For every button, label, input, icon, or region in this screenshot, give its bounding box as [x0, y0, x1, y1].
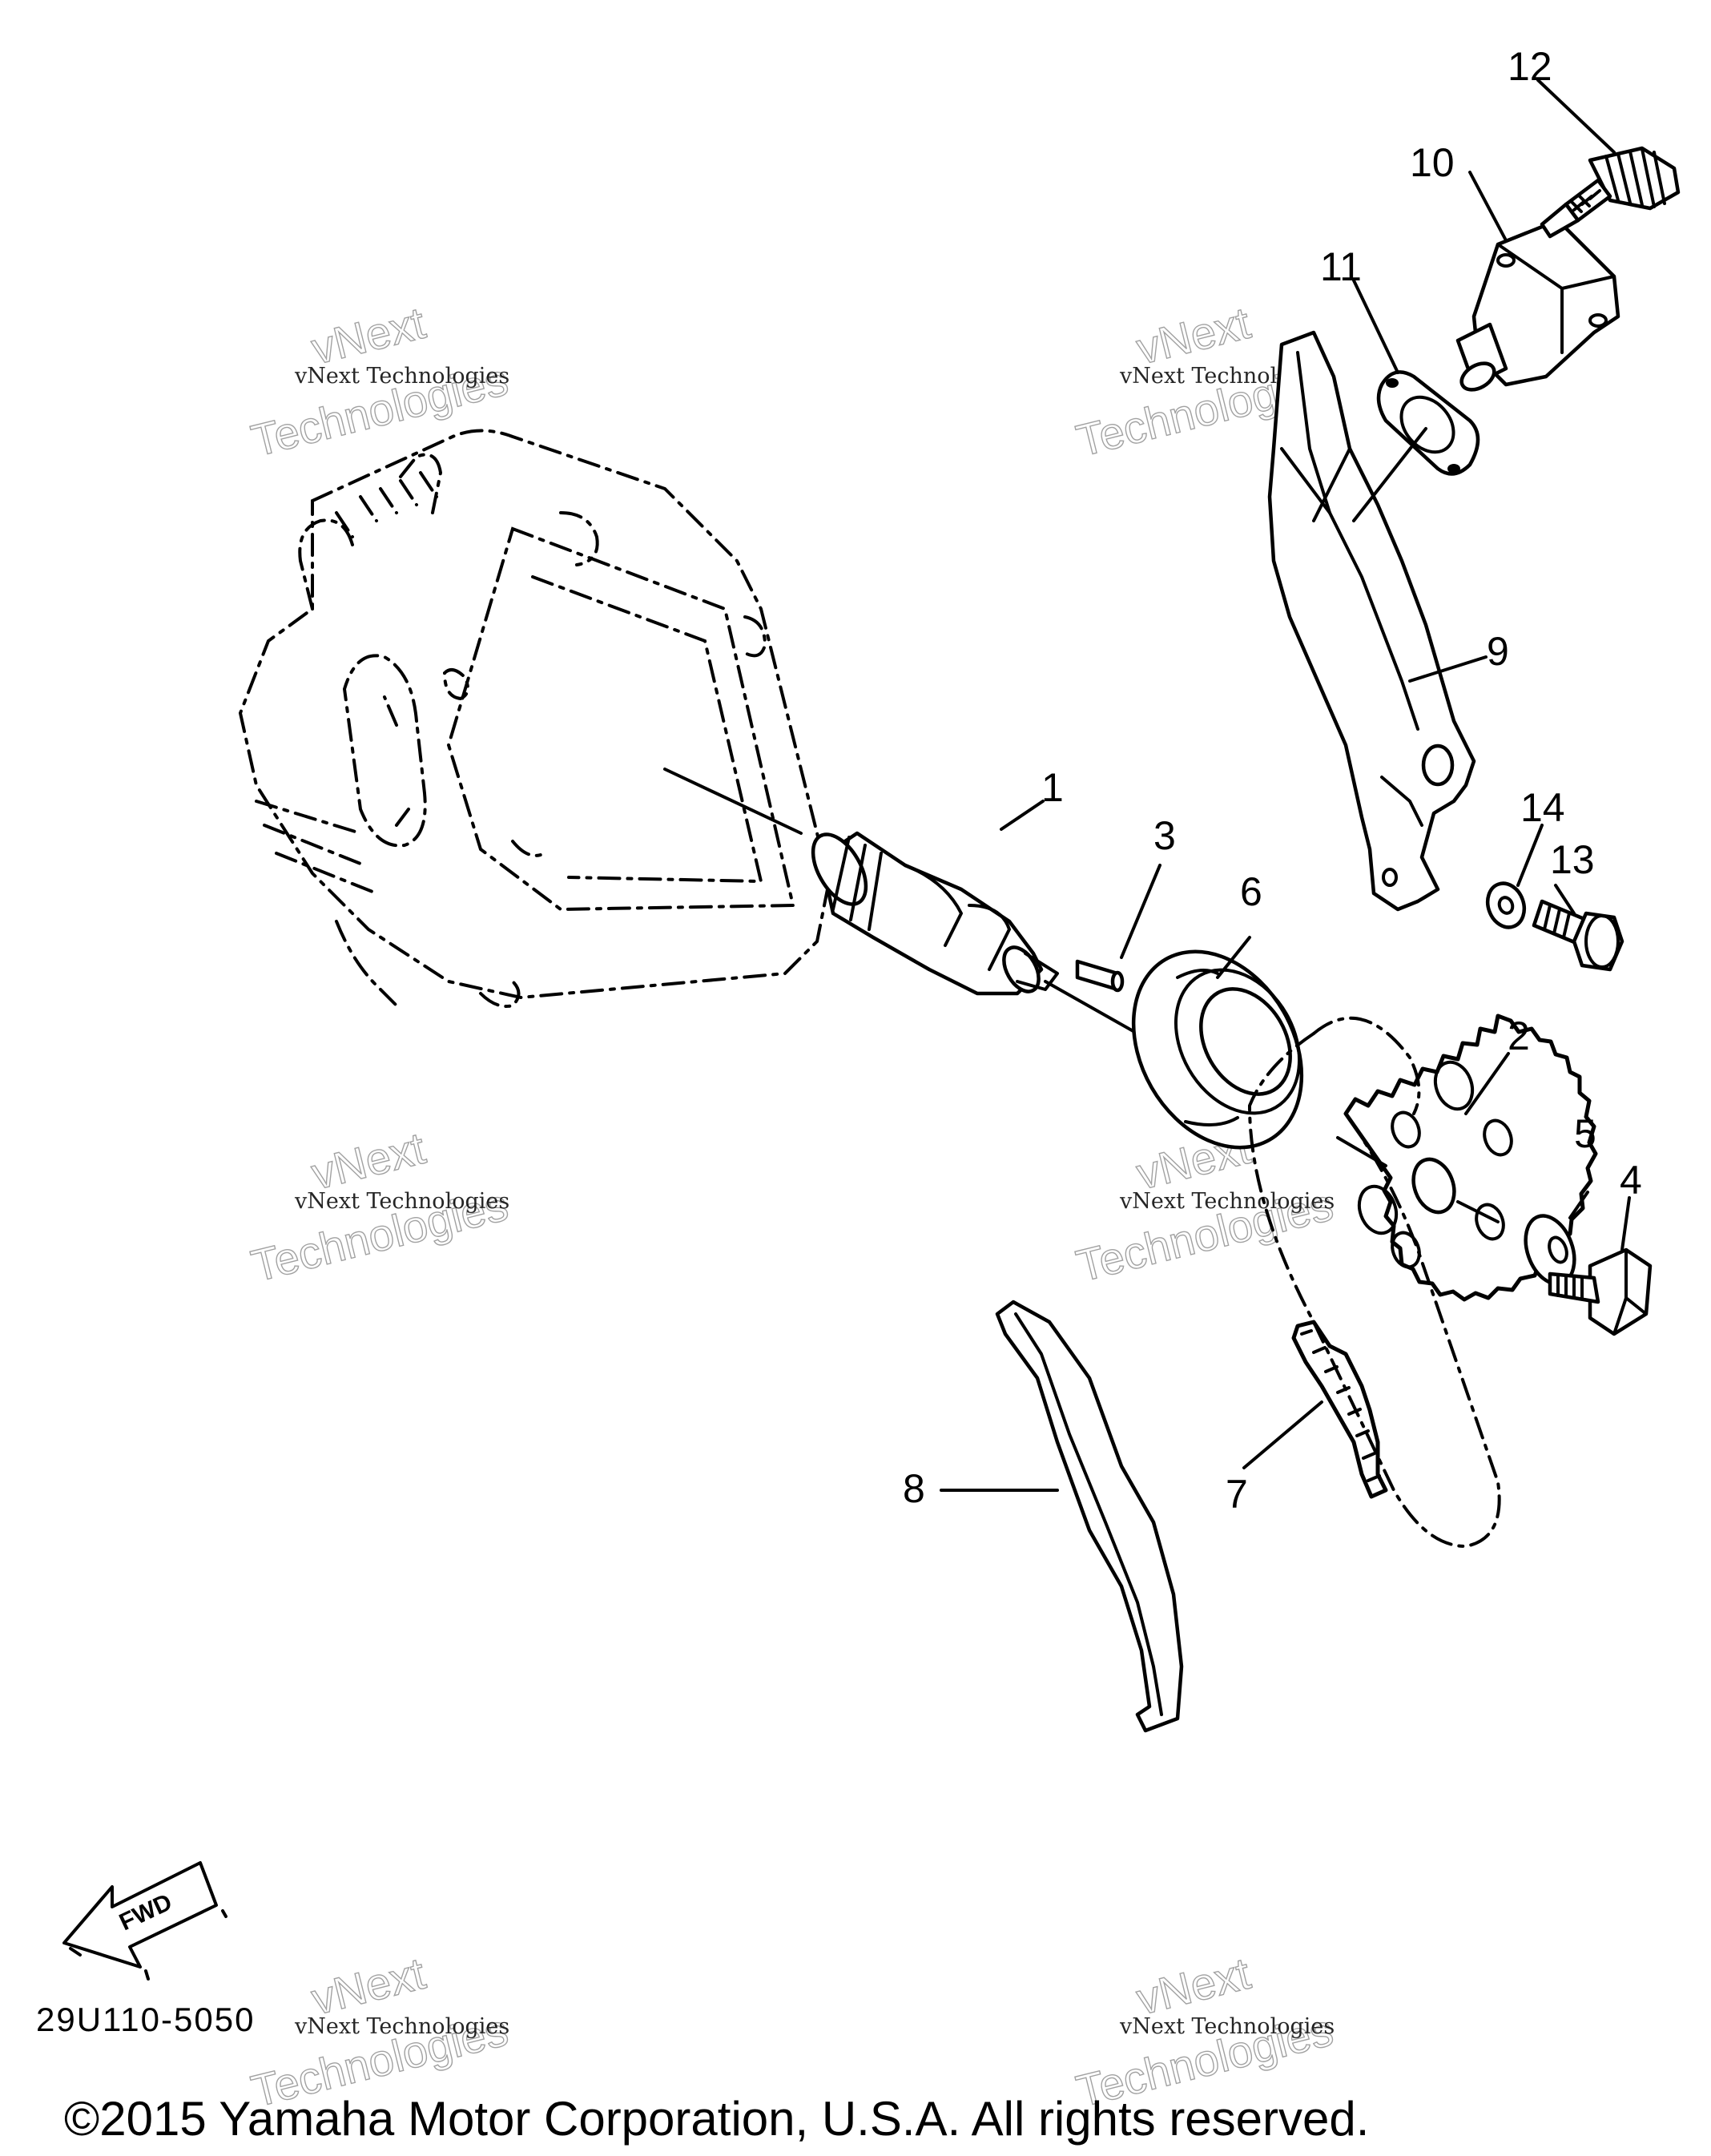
fwd-arrow-icon: FWD — [62, 1861, 227, 1981]
bearing — [1131, 949, 1304, 1150]
watermark-3: vNext Technologies vNext Technologies — [246, 1122, 513, 1292]
part-labels: 1 2 3 4 5 6 7 8 9 10 11 12 13 14 — [903, 44, 1642, 1517]
sprocket-bolt — [1548, 1247, 1653, 1336]
part-label-2: 2 — [1508, 1014, 1530, 1058]
watermark-5: vNext Technologies vNext Technologies — [246, 1947, 513, 2117]
copyright-text: ©2015 Yamaha Motor Corporation, U.S.A. A… — [64, 2092, 1369, 2146]
svg-text:vNext Technologies: vNext Technologies — [294, 1189, 509, 1214]
tensioner-gasket — [1352, 370, 1480, 522]
cam-sprocket — [1336, 1014, 1598, 1302]
watermark-group: vNext Technologies vNext Technologies vN… — [246, 296, 1339, 2117]
tensioner-bolt — [1540, 146, 1681, 239]
diagram-code: 29U110-5050 — [36, 2001, 255, 2038]
cylinder-head-phantom — [238, 429, 831, 1011]
part-label-4: 4 — [1620, 1158, 1642, 1203]
dowel-pin — [1075, 959, 1125, 993]
svg-text:vNext Technologies: vNext Technologies — [294, 364, 509, 389]
part-label-12: 12 — [1508, 44, 1552, 89]
chain-guide — [995, 1300, 1184, 1733]
chain-tensioner — [1455, 218, 1620, 392]
timing-chain-loop — [1247, 1016, 1501, 1549]
part-label-11: 11 — [1320, 244, 1362, 289]
part-label-7: 7 — [1226, 1472, 1248, 1517]
part-label-1: 1 — [1041, 765, 1064, 810]
part-label-6: 6 — [1240, 869, 1262, 914]
part-label-9: 9 — [1487, 629, 1509, 674]
part-label-5: 5 — [1574, 1111, 1596, 1156]
part-label-3: 3 — [1153, 813, 1176, 858]
timing-chain — [1291, 1320, 1388, 1499]
svg-text:vNext Technologies: vNext Technologies — [1119, 1189, 1335, 1214]
svg-text:vNext: vNext — [307, 297, 431, 374]
svg-text:vNext: vNext — [1132, 1948, 1256, 2025]
small-washer — [1485, 881, 1527, 929]
watermark-6: vNext Technologies vNext Technologies — [1071, 1947, 1339, 2117]
svg-text:vNext Technologies: vNext Technologies — [294, 2014, 509, 2039]
guide-bolt — [1532, 899, 1624, 972]
tensioner-guide — [1267, 330, 1476, 912]
part-label-14: 14 — [1520, 785, 1565, 830]
watermark-1: vNext Technologies vNext Technologies — [246, 296, 513, 466]
svg-text:vNext: vNext — [307, 1948, 431, 2025]
svg-text:vNext: vNext — [1132, 297, 1256, 374]
watermark-4: vNext Technologies vNext Technologies — [1071, 1122, 1339, 1292]
leader-lines — [940, 79, 1631, 1492]
svg-text:vNext: vNext — [307, 1122, 431, 1199]
part-label-10: 10 — [1410, 140, 1455, 185]
part-label-8: 8 — [903, 1466, 925, 1511]
svg-text:vNext Technologies: vNext Technologies — [1119, 2014, 1335, 2039]
part-label-13: 13 — [1550, 837, 1595, 882]
camshaft — [663, 768, 1139, 1035]
